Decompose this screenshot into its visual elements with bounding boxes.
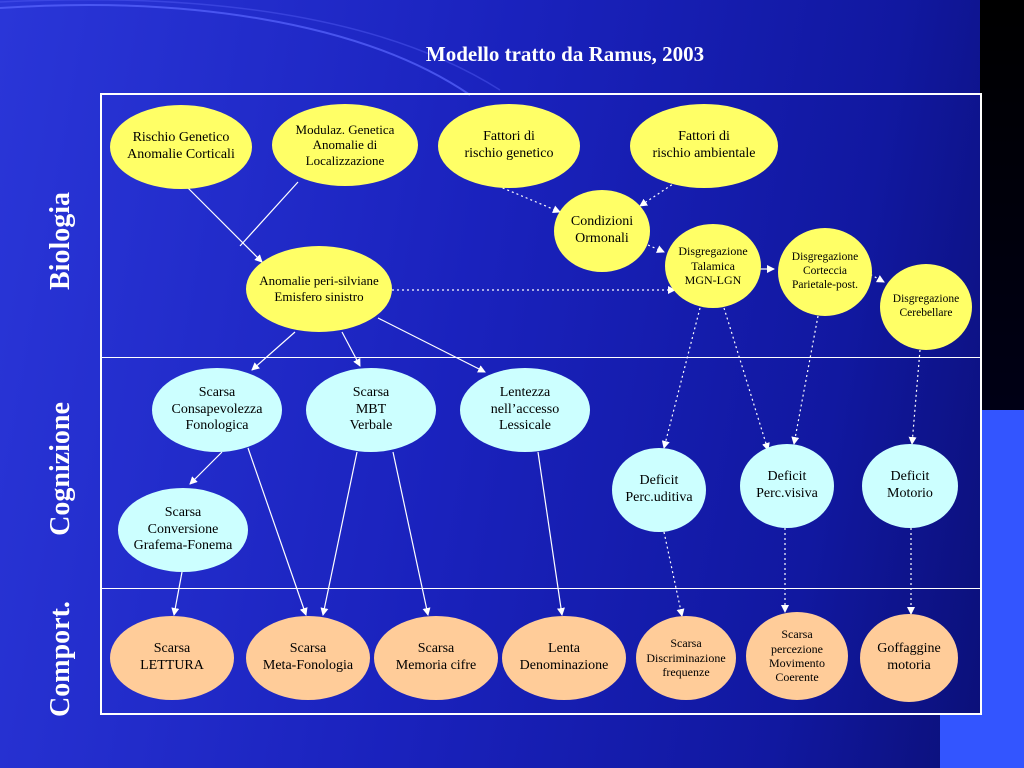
node-disgregazione-talamica: Disgregazione Talamica MGN-LGN: [665, 224, 761, 308]
divider-cognition-behaviour: [102, 588, 980, 589]
node-scarsa-lettura: Scarsa LETTURA: [110, 616, 234, 700]
slide-title: Modello tratto da Ramus, 2003: [425, 42, 705, 66]
node-anomalie-peri-silviane: Anomalie peri-silviane Emisfero sinistro: [246, 246, 392, 332]
node-lenta-denominazione: Lenta Denominazione: [502, 616, 626, 700]
node-fattori-ambientale: Fattori di rischio ambientale: [630, 104, 778, 188]
node-disgregazione-corteccia: Disgregazione Corteccia Parietale-post.: [778, 228, 872, 316]
node-deficit-uditiva: Deficit Perc.uditiva: [612, 448, 706, 532]
node-goffaggine-motoria: Goffaggine motoria: [860, 614, 958, 702]
level-label-cognizione: Cognizione: [45, 402, 76, 536]
node-scarsa-percezione-movimento: Scarsa percezione Movimento Coerente: [746, 612, 848, 700]
node-scarsa-metafonologia: Scarsa Meta-Fonologia: [246, 616, 370, 700]
node-deficit-visiva: Deficit Perc.visiva: [740, 444, 834, 528]
node-scarsa-conversione: Scarsa Conversione Grafema-Fonema: [118, 488, 248, 572]
node-scarsa-consapevolezza: Scarsa Consapevolezza Fonologica: [152, 368, 282, 452]
node-lentezza-accesso: Lentezza nell’accesso Lessicale: [460, 368, 590, 452]
node-scarsa-discriminazione: Scarsa Discriminazione frequenze: [636, 616, 736, 700]
diagram-frame: [100, 93, 982, 715]
node-rischio-genetico: Rischio Genetico Anomalie Corticali: [110, 105, 252, 189]
node-condizioni-ormonali: Condizioni Ormonali: [554, 190, 650, 272]
decorative-blue-block-top: [982, 410, 1024, 768]
node-disgregazione-cerebellare: Disgregazione Cerebellare: [880, 264, 972, 350]
node-fattori-genetico: Fattori di rischio genetico: [438, 104, 580, 188]
node-modulaz-genetica: Modulaz. Genetica Anomalie di Localizzaz…: [272, 104, 418, 186]
node-deficit-motorio: Deficit Motorio: [862, 444, 958, 528]
level-label-biologia: Biologia: [45, 192, 76, 291]
decorative-blue-block-bottom: [940, 715, 1024, 768]
node-scarsa-mbt: Scarsa MBT Verbale: [306, 368, 436, 452]
level-label-comport: Comport.: [45, 601, 76, 717]
node-scarsa-memoria-cifre: Scarsa Memoria cifre: [374, 616, 498, 700]
divider-biology-cognition: [102, 357, 980, 358]
